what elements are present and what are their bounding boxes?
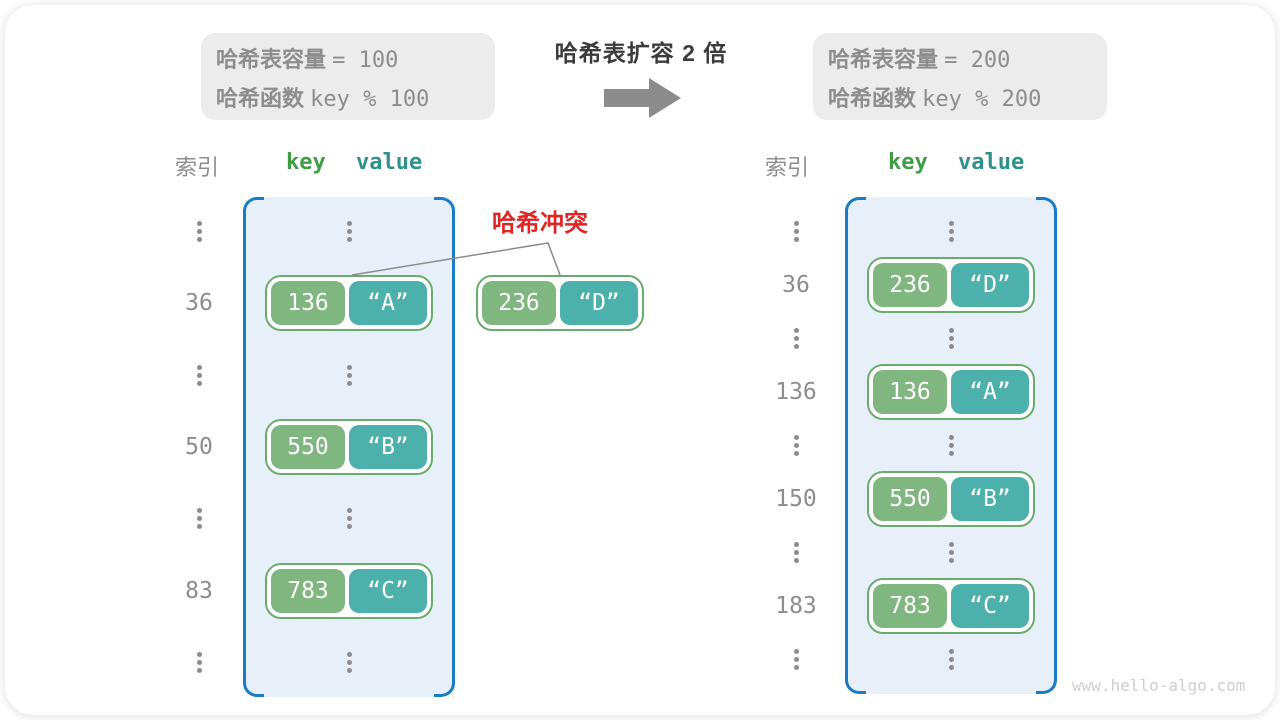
pair-value: “D” bbox=[560, 281, 638, 325]
table-row: 83 783 “C” bbox=[155, 562, 455, 619]
right-key-header: key bbox=[888, 150, 928, 175]
left-key-header: key bbox=[286, 150, 326, 175]
collision-key-value-pair: 236 “D” bbox=[476, 275, 644, 331]
vertical-ellipsis-icon bbox=[196, 651, 202, 673]
pair-value: “B” bbox=[349, 424, 427, 469]
vertical-ellipsis-icon bbox=[346, 364, 352, 386]
bucket-index: 150 bbox=[775, 486, 817, 512]
table-row-ellipsis bbox=[155, 221, 455, 242]
right-index-header: 索引 bbox=[765, 155, 810, 180]
key-value-pair: 136 “A” bbox=[867, 364, 1035, 420]
vertical-ellipsis-icon bbox=[948, 435, 954, 456]
hash-table-before: 36 136 “A” 50 550 “B” bbox=[155, 197, 455, 697]
table-row-ellipsis bbox=[155, 651, 455, 673]
capacity-value: = 200 bbox=[944, 48, 1011, 73]
table-row-ellipsis bbox=[747, 435, 1057, 456]
pair-key: 236 bbox=[873, 263, 947, 307]
table-row: 183 783 “C” bbox=[747, 578, 1057, 634]
pair-key: 783 bbox=[271, 568, 345, 613]
key-value-pair: 550 “B” bbox=[867, 471, 1035, 527]
hash-function-label: 哈希函数 bbox=[828, 86, 917, 111]
bucket-index: 83 bbox=[185, 577, 213, 604]
vertical-ellipsis-icon bbox=[793, 221, 799, 242]
table-row-ellipsis bbox=[747, 221, 1057, 242]
bucket-rows: 36 136 “A” 50 550 “B” bbox=[155, 197, 455, 697]
vertical-ellipsis-icon bbox=[346, 508, 352, 530]
vertical-ellipsis-icon bbox=[196, 364, 202, 386]
capacity-label: 哈希表容量 bbox=[828, 47, 939, 72]
bucket-index: 136 bbox=[775, 379, 817, 405]
vertical-ellipsis-icon bbox=[948, 328, 954, 349]
hash-info-box-after: 哈希表容量 = 200 哈希函数 key % 200 bbox=[813, 33, 1107, 120]
table-row: 50 550 “B” bbox=[155, 418, 455, 475]
vertical-ellipsis-icon bbox=[346, 651, 352, 673]
pair-key: 550 bbox=[873, 477, 947, 521]
vertical-ellipsis-icon bbox=[793, 542, 799, 563]
right-value-header: value bbox=[958, 150, 1025, 175]
table-row-ellipsis bbox=[155, 508, 455, 530]
hash-function-label: 哈希函数 bbox=[216, 86, 305, 111]
left-index-header: 索引 bbox=[175, 155, 220, 180]
bucket-index: 183 bbox=[775, 593, 817, 619]
table-row-ellipsis bbox=[155, 364, 455, 386]
right-arrow-icon bbox=[604, 78, 681, 118]
left-value-header: value bbox=[356, 150, 423, 175]
site-watermark: www.hello-algo.com bbox=[1072, 676, 1246, 695]
bucket-index: 50 bbox=[185, 433, 213, 460]
vertical-ellipsis-icon bbox=[948, 221, 954, 242]
capacity-label: 哈希表容量 bbox=[216, 47, 327, 72]
pair-key: 550 bbox=[271, 424, 345, 469]
pair-value: “D” bbox=[951, 263, 1029, 307]
key-value-pair: 136 “A” bbox=[265, 275, 433, 332]
table-row-ellipsis bbox=[747, 649, 1057, 670]
pair-value: “C” bbox=[349, 568, 427, 613]
collision-label: 哈希冲突 bbox=[492, 210, 588, 237]
capacity-line: 哈希表容量 = 100 bbox=[216, 41, 495, 80]
hash-table-after: 36 236 “D” 136 136 “A” bbox=[747, 197, 1057, 694]
key-value-pair: 550 “B” bbox=[265, 418, 433, 475]
hash-function-line: 哈希函数 key % 200 bbox=[828, 80, 1107, 119]
pair-value: “A” bbox=[349, 281, 427, 326]
vertical-ellipsis-icon bbox=[948, 542, 954, 563]
bucket-rows: 36 236 “D” 136 136 “A” bbox=[747, 197, 1057, 694]
expand-title: 哈希表扩容 2 倍 bbox=[554, 40, 728, 66]
vertical-ellipsis-icon bbox=[346, 221, 352, 242]
vertical-ellipsis-icon bbox=[793, 435, 799, 456]
key-value-pair: 783 “C” bbox=[265, 562, 433, 619]
hash-function-value: key % 200 bbox=[922, 87, 1042, 112]
bucket-index: 36 bbox=[185, 290, 213, 317]
table-row: 150 550 “B” bbox=[747, 471, 1057, 527]
capacity-line: 哈希表容量 = 200 bbox=[828, 41, 1107, 80]
table-row-ellipsis bbox=[747, 542, 1057, 563]
pair-key: 783 bbox=[873, 584, 947, 628]
hash-function-value: key % 100 bbox=[310, 87, 430, 112]
pair-key: 236 bbox=[482, 281, 556, 325]
table-row-ellipsis bbox=[747, 328, 1057, 349]
pair-value: “B” bbox=[951, 477, 1029, 521]
bucket-index: 36 bbox=[782, 272, 810, 298]
hash-info-box-before: 哈希表容量 = 100 哈希函数 key % 100 bbox=[201, 33, 495, 120]
pair-key: 136 bbox=[873, 370, 947, 414]
table-row: 36 136 “A” bbox=[155, 275, 455, 332]
key-value-pair: 783 “C” bbox=[867, 578, 1035, 634]
capacity-value: = 100 bbox=[332, 48, 399, 73]
table-row: 136 136 “A” bbox=[747, 364, 1057, 420]
vertical-ellipsis-icon bbox=[196, 221, 202, 242]
pair-key: 136 bbox=[271, 281, 345, 326]
vertical-ellipsis-icon bbox=[793, 328, 799, 349]
diagram-card bbox=[5, 5, 1275, 715]
key-value-pair: 236 “D” bbox=[867, 257, 1035, 313]
vertical-ellipsis-icon bbox=[948, 649, 954, 670]
vertical-ellipsis-icon bbox=[793, 649, 799, 670]
table-row: 36 236 “D” bbox=[747, 257, 1057, 313]
hash-function-line: 哈希函数 key % 100 bbox=[216, 80, 495, 119]
pair-value: “A” bbox=[951, 370, 1029, 414]
pair-value: “C” bbox=[951, 584, 1029, 628]
vertical-ellipsis-icon bbox=[196, 508, 202, 530]
